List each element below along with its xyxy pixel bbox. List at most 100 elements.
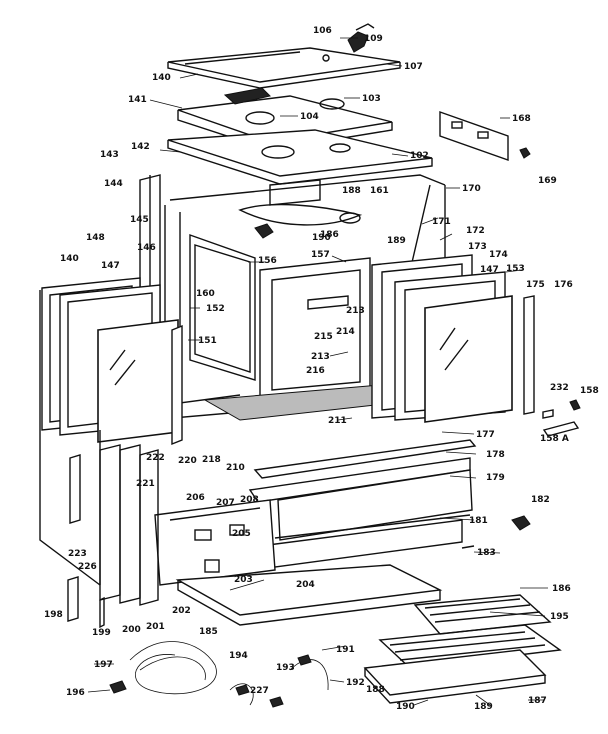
part-label: 205: [232, 529, 251, 539]
part-label: 232: [550, 383, 569, 393]
part-label: 193: [276, 663, 295, 673]
part-label: 196: [66, 688, 85, 698]
part-label: 143: [100, 150, 119, 160]
left-door-hinge-channel: [171, 324, 183, 446]
left-door-glass: [97, 319, 179, 443]
part-label: 190: [312, 233, 331, 243]
part-label: 142: [131, 142, 150, 152]
part-label: 216: [306, 366, 325, 376]
part-label: 103: [362, 94, 381, 104]
part-label: 188: [366, 685, 385, 695]
part-label: 197: [94, 660, 113, 670]
part-label: 170: [462, 184, 481, 194]
part-label: 181: [469, 516, 488, 526]
part-label: 168: [512, 114, 531, 124]
part-label: 203: [234, 575, 253, 585]
part-label: 213: [311, 352, 330, 362]
part-label: 179: [486, 473, 505, 483]
part-label: 140: [152, 73, 171, 83]
leader-lines: [87, 37, 548, 706]
part-label: 161: [370, 186, 389, 196]
part-label: 157: [311, 250, 330, 260]
part-label: 147: [101, 261, 120, 271]
leg-leveler: [67, 454, 105, 629]
burner-box: [177, 87, 393, 151]
part-label: 204: [296, 580, 315, 590]
part-label: 102: [410, 151, 429, 161]
part-label: 106: [313, 26, 332, 36]
oven-inner-side-panel: [189, 234, 256, 381]
part-label: 158 A: [540, 434, 569, 444]
part-label: 140: [60, 254, 79, 264]
part-label: 109: [364, 34, 383, 44]
part-label: 200: [122, 625, 141, 635]
part-label: 173: [468, 242, 487, 252]
part-label: 215: [314, 332, 333, 342]
oven-top-liner: [167, 129, 433, 185]
manifold-bracket: [154, 499, 276, 586]
part-label: 177: [476, 430, 495, 440]
part-label: 210: [226, 463, 245, 473]
part-label: 185: [199, 627, 218, 637]
part-label: 211: [328, 416, 347, 426]
broiler-burner-assembly: [238, 179, 363, 239]
drawer-glide-parts: [461, 515, 531, 549]
part-label: 213: [346, 306, 365, 316]
part-label: 218: [202, 455, 221, 465]
right-door-trim-strip: [523, 295, 535, 415]
part-label: 146: [137, 243, 156, 253]
part-label: 160: [196, 289, 215, 299]
part-label: 144: [104, 179, 123, 189]
bottom-pan: [175, 564, 443, 626]
part-label: 187: [528, 696, 547, 706]
door-handle-clip: [542, 399, 581, 437]
part-label: 141: [128, 95, 147, 105]
part-label: 169: [538, 176, 557, 186]
part-label: 156: [258, 256, 277, 266]
wire-harness: [129, 641, 329, 706]
part-label: 206: [186, 493, 205, 503]
part-label: 199: [92, 628, 111, 638]
part-label: 214: [336, 327, 355, 337]
part-label: 191: [336, 645, 355, 655]
broiler-grid: [378, 624, 562, 669]
part-label: 175: [526, 280, 545, 290]
part-label: 195: [550, 612, 569, 622]
part-label: 158: [580, 386, 599, 396]
upper-oven-rack: [413, 594, 552, 635]
right-door-glass: [424, 295, 513, 423]
part-label: 207: [216, 498, 235, 508]
main-top-panel: [167, 47, 401, 89]
part-label: 192: [346, 678, 365, 688]
part-label: 148: [86, 233, 105, 243]
part-label: 223: [68, 549, 87, 559]
part-label: 171: [432, 217, 451, 227]
top-burner-knob: [347, 23, 375, 53]
part-label: 182: [531, 495, 550, 505]
part-label: 145: [130, 215, 149, 225]
part-label: 104: [300, 112, 319, 122]
broiler-pan: [363, 649, 547, 704]
broiler-drawer-panel: [274, 469, 473, 541]
wiring-connectors: [109, 654, 312, 708]
part-label: 208: [240, 495, 259, 505]
part-label: 189: [387, 236, 406, 246]
part-label: 202: [172, 606, 191, 616]
part-label: 194: [229, 651, 248, 661]
part-label: 190: [396, 702, 415, 712]
part-label: 152: [206, 304, 225, 314]
part-label: 174: [489, 250, 508, 260]
part-label: 226: [78, 562, 97, 572]
part-label: 227: [250, 686, 269, 696]
part-label: 222: [146, 453, 165, 463]
vent-bracket: [439, 111, 531, 161]
part-label: 189: [474, 702, 493, 712]
part-label: 178: [486, 450, 505, 460]
part-label: 107: [404, 62, 423, 72]
part-label: 221: [136, 479, 155, 489]
part-label: 183: [477, 548, 496, 558]
part-label: 153: [506, 264, 525, 274]
part-label: 186: [320, 230, 339, 240]
part-label: 147: [480, 265, 499, 275]
